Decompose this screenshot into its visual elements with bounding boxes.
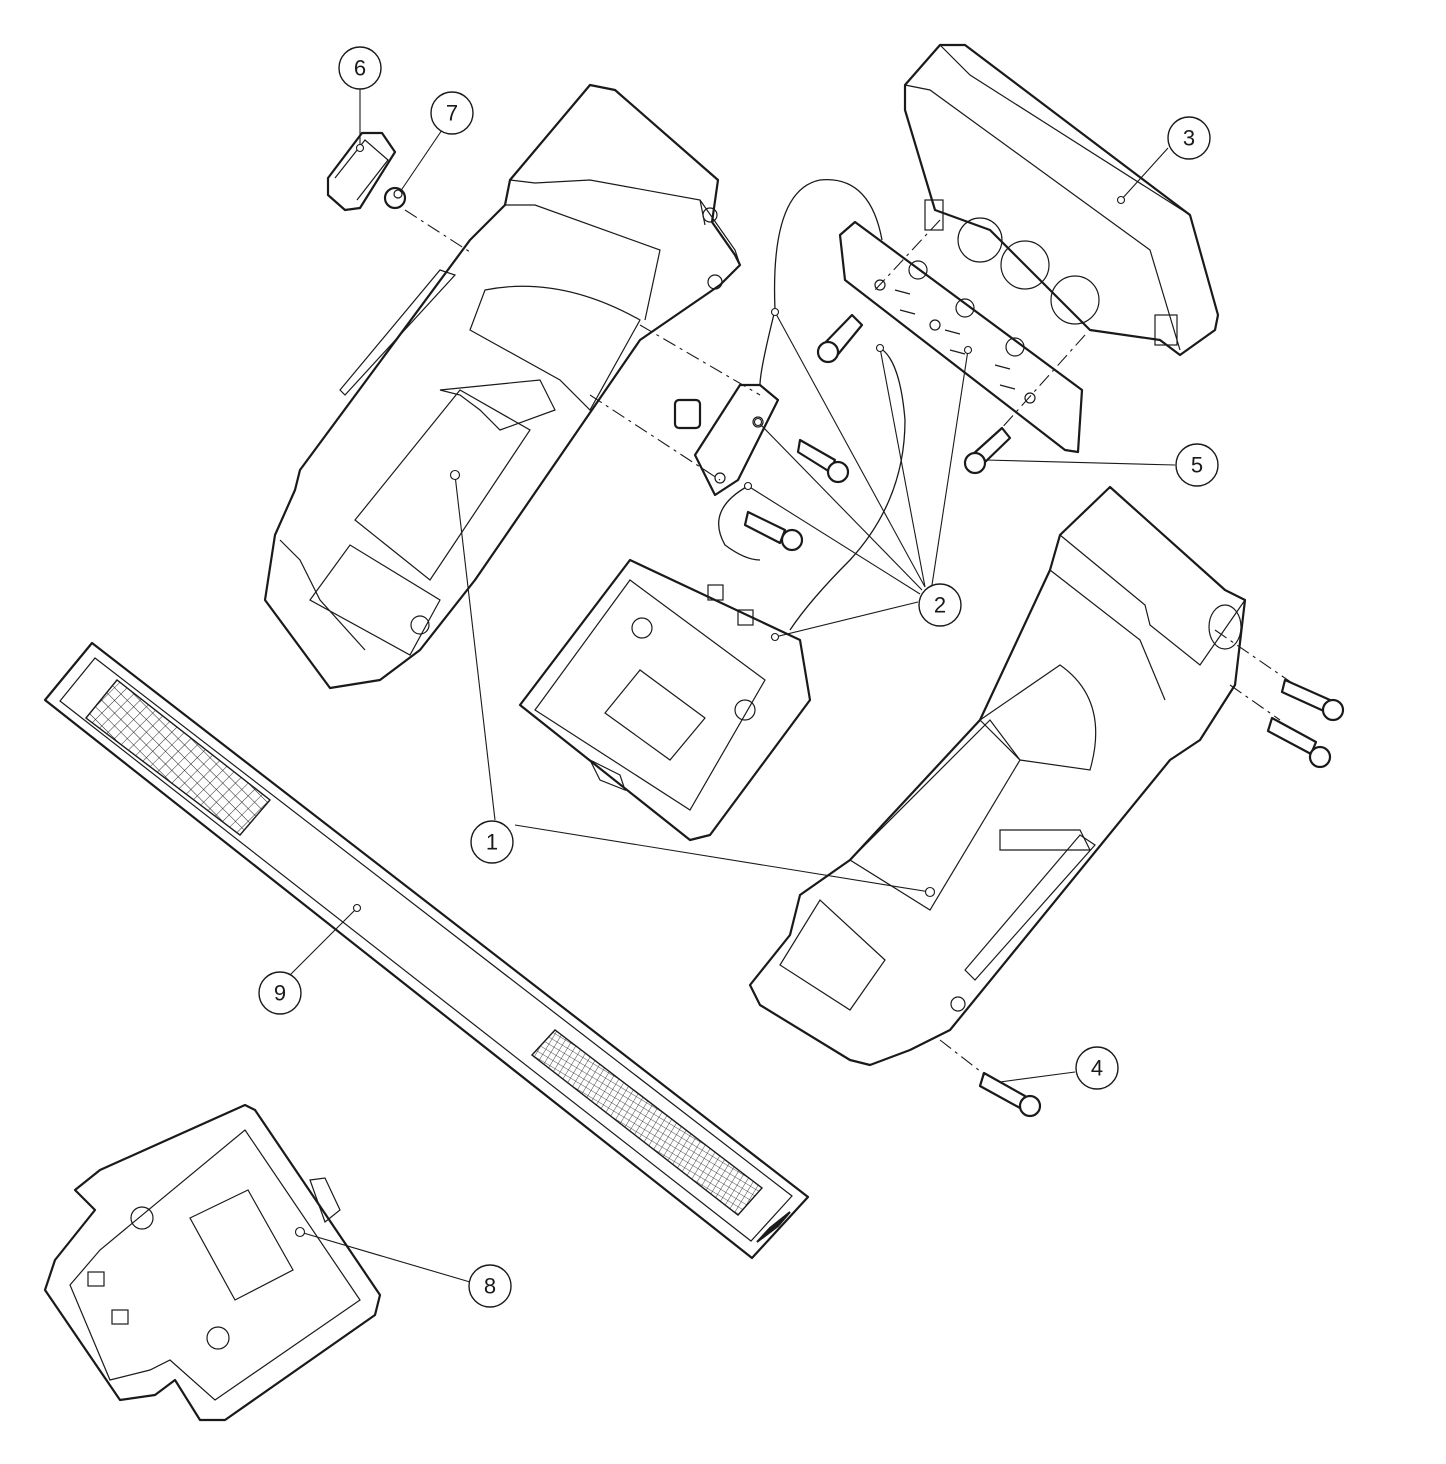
screw-right-upper — [1280, 678, 1345, 722]
callout-1: 1 — [470, 820, 514, 864]
strip-mesh-lower — [530, 1029, 764, 1216]
callout-9: 9 — [258, 971, 302, 1015]
callout-6: 6 — [338, 46, 382, 90]
strip-end-grip — [756, 1211, 791, 1243]
part-3-cap — [903, 43, 1220, 357]
callout-7: 7 — [430, 91, 474, 135]
screw-part-4 — [978, 1071, 1042, 1118]
assembly-axes — [404, 209, 1296, 1076]
screws — [743, 313, 1345, 1118]
callout-4: 4 — [1075, 1046, 1119, 1090]
callout-label: 2 — [934, 593, 946, 618]
part-8-battery-cover — [43, 1103, 382, 1422]
battery-tray-mid — [518, 558, 812, 842]
callout-2: 2 — [918, 583, 962, 627]
part-1-housing-right — [748, 485, 1247, 1067]
part-6-insert — [326, 131, 397, 212]
callout-5: 5 — [1175, 443, 1219, 487]
leader-dots — [294, 143, 1126, 1238]
leader-lines — [289, 88, 1176, 1283]
callout-label: 9 — [274, 981, 286, 1006]
screw-upper-left — [816, 313, 864, 364]
screw-mid-right — [796, 438, 850, 484]
strip-mesh-upper — [84, 679, 272, 836]
callout-8: 8 — [468, 1264, 512, 1308]
callout-label: 7 — [446, 101, 458, 126]
part-9-strip — [43, 641, 810, 1260]
screw-part-5 — [963, 426, 1012, 475]
part-1-housing-left — [263, 83, 742, 690]
pcb-plate — [838, 220, 1084, 454]
switch-bracket — [673, 383, 780, 497]
callout-label: 1 — [486, 830, 498, 855]
screw-right-lower — [1266, 716, 1332, 769]
callout-label: 6 — [354, 56, 366, 81]
part-7-cap — [383, 186, 407, 210]
callout-3: 3 — [1167, 116, 1211, 160]
callout-label: 8 — [484, 1274, 496, 1299]
screw-mid-lower — [743, 510, 804, 552]
callout-label: 3 — [1183, 126, 1195, 151]
wires — [718, 179, 906, 631]
callout-label: 5 — [1191, 453, 1203, 478]
callout-label: 4 — [1091, 1056, 1103, 1081]
